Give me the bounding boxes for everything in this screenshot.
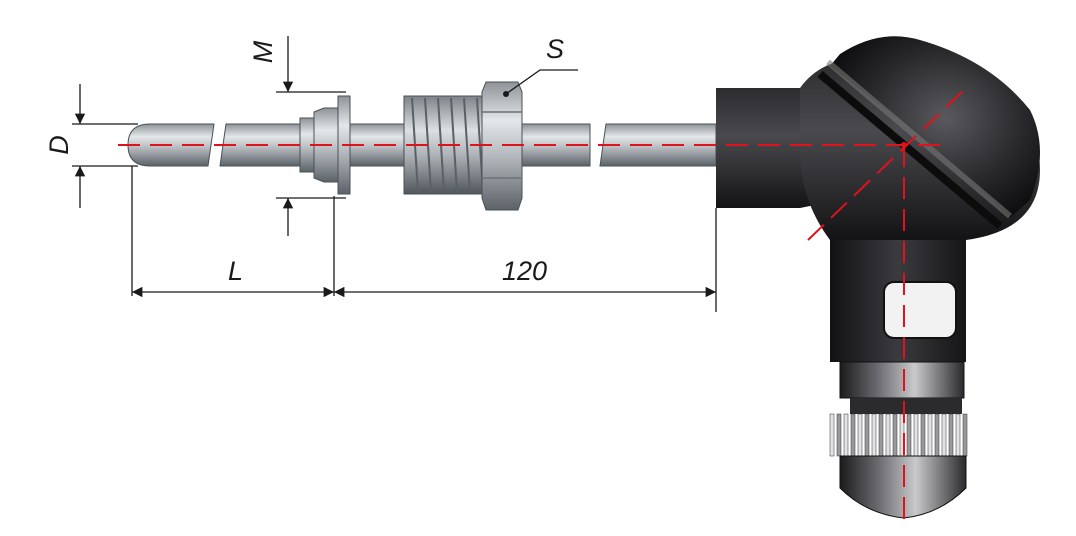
knurl-ridge bbox=[920, 413, 926, 457]
cable-gland bbox=[829, 361, 968, 519]
knurl-ridge bbox=[878, 413, 884, 457]
knurl-ridge bbox=[955, 413, 961, 457]
knurl-ridge bbox=[934, 413, 940, 457]
terminal-window bbox=[883, 281, 957, 339]
label-120: 120 bbox=[502, 256, 547, 286]
connection-head bbox=[716, 36, 1040, 362]
knurl-ridge bbox=[850, 413, 856, 457]
center-axis-lines bbox=[118, 85, 969, 522]
dimension-lines bbox=[72, 36, 717, 312]
label-M: M bbox=[248, 40, 278, 63]
knurl-ridge bbox=[829, 413, 835, 457]
knurl-ridge bbox=[857, 413, 863, 457]
knurl-ridge bbox=[906, 413, 912, 457]
knurl-ridge bbox=[871, 413, 877, 457]
knurl-ridge bbox=[962, 413, 968, 457]
label-D: D bbox=[44, 135, 74, 155]
thread-ridge bbox=[463, 97, 471, 193]
knurl-ridge bbox=[843, 413, 849, 457]
label-S: S bbox=[546, 34, 564, 64]
s-leader-dot bbox=[503, 91, 509, 97]
knurl-ridge bbox=[948, 413, 954, 457]
knurl-ridge bbox=[927, 413, 933, 457]
label-L: L bbox=[228, 256, 243, 286]
knurl-ridge bbox=[864, 413, 870, 457]
knurl-ridge bbox=[913, 413, 919, 457]
axis-intersection bbox=[901, 142, 907, 148]
knurl-ridge bbox=[892, 413, 898, 457]
knurl-ridge bbox=[885, 413, 891, 457]
knurl-ridge bbox=[836, 413, 842, 457]
knurl-ridge bbox=[941, 413, 947, 457]
